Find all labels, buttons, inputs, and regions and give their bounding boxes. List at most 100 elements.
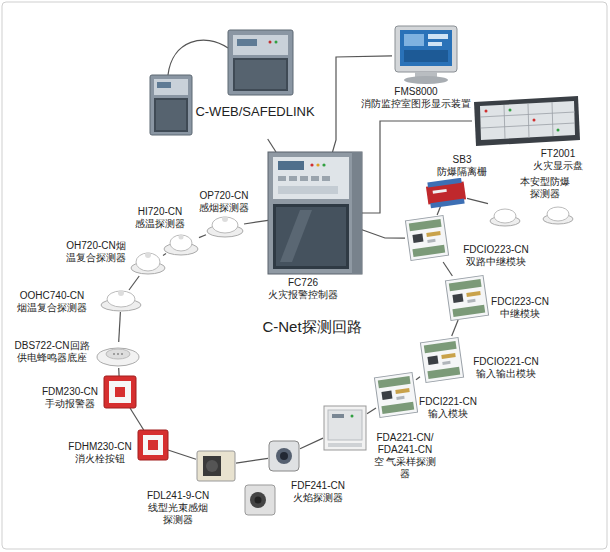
device-label: FDCIO221-CN [472,356,540,368]
device-label: 消防监控室图形显示装置 [360,98,472,110]
device-label: FC726 [267,277,339,289]
device-label: 输入模块 [418,408,478,420]
device-label: SB3 [436,154,488,166]
connector [199,235,206,238]
detector-drawing [170,235,192,251]
flame-detector-drawing [269,441,299,471]
device-label: 火灾显示盘 [532,160,584,172]
module-card [466,291,480,297]
device-label: 防爆隔离栅 [436,166,488,178]
module-card [409,219,442,231]
device-label: 手动报警器 [41,398,99,410]
detector-drawing [494,209,516,223]
control-panel-drawing [316,163,319,166]
display-panel-drawing [533,119,536,122]
cabinet [154,98,188,132]
beam-detector-drawing [250,492,266,508]
monitor-drawing [428,34,448,39]
cabinet [228,30,293,95]
control-panel-drawing [278,186,338,194]
module-card [381,391,392,400]
call-point-drawing [109,381,131,403]
module-card [442,361,450,365]
beam-detector-drawing [197,451,235,481]
control-panel-drawing [273,204,349,269]
label-group: FDM230-CN手动报警器 [41,386,99,410]
module-card [412,245,445,257]
display-panel-drawing [552,102,553,136]
module-card [405,216,448,261]
device-label: 线型光束感烟 探测器 [145,502,211,526]
label-group: FDHM230-CN消火栓按钮 [67,441,132,465]
device-label: FDCI223-CN [490,296,550,308]
connector [443,262,452,276]
connector [130,408,144,430]
call-point-drawing [104,376,136,408]
cabinet [269,41,272,44]
module-card [426,231,440,237]
beam-detector-drawing [206,460,218,472]
sounder-base-drawing [106,349,130,359]
flame-detector-drawing [276,448,292,464]
module-card [427,367,460,379]
label-group: FDF241-CN火焰探测器 [290,480,346,504]
label-group: FDA221-CN/ FDA241-CN空 气采样探测器 [372,432,438,480]
monitor-drawing [395,26,457,72]
cabinet [150,75,192,135]
flame-detector-drawing [280,452,288,460]
module-card [424,341,457,353]
cabinet [157,82,171,88]
sounder-base-drawing [113,353,115,355]
module-card [420,338,463,383]
control-panel-drawing [273,157,349,199]
device-label: FDM230-CN [41,386,99,398]
label-group: DBS722-CN回路 供电蜂鸣器底座 [12,340,92,364]
cabinet [154,79,188,95]
module: FDCIO223-CN双路中继模块 [405,215,450,262]
label-group: 本安型防爆 探测器 [518,176,572,200]
module-card [405,216,448,261]
call-point-drawing [115,387,125,397]
label-group: FDCI223-CN中继模块 [490,296,550,320]
module: FDCIO221-CN输入输出模块 [420,336,464,384]
device-label: DBS722-CN回路 供电蜂鸣器底座 [12,340,92,364]
connector [236,458,268,463]
device-label: FDA221-CN/ FDA241-CN空 气采样探测器 [372,432,438,480]
control-panel-drawing [278,176,286,181]
monitor-drawing [404,34,424,46]
detector: OP720-CN感烟探测器 [206,216,244,238]
sounder-base-drawing [121,353,123,355]
call-point: FDM230-CN手动报警器 [104,376,136,408]
aspirating-detector-drawing [328,443,362,447]
device-label: 中继模块 [490,308,550,320]
call-point-drawing [143,435,163,455]
connector [118,368,120,376]
sounder-base: DBS722-CN回路 供电蜂鸣器底座 [96,342,140,368]
device-label: FDCI221-CN [418,396,478,408]
connector [168,450,196,459]
monitor: FMS8000消防监控室图形显示装置 [392,26,460,84]
beam-detector-drawing [245,485,275,515]
connector [163,254,166,256]
control-panel-drawing [310,163,313,166]
module-card [420,338,463,383]
control-panel: FC726火灾报警控制器 [268,152,362,274]
call-point-drawing [148,440,158,450]
aspirating-detector: FDA221-CN/ FDA241-CN空 气采样探测器 [323,405,367,451]
aspirating-detector-drawing [328,410,362,440]
device-label: OP720-CN [198,190,250,202]
barrier-drawing [430,199,464,209]
monitor-drawing [400,30,452,66]
label-group: FDCIO223-CN双路中继模块 [462,244,530,268]
detector-drawing [179,235,184,240]
connector [129,276,139,290]
label-group: C-WEB/SAFEDLINK [194,104,315,120]
control-panel-drawing [311,176,319,181]
detector: OH720-CN烟 温复合探测器 [130,252,166,276]
device-label: FDF241-CN [290,480,346,492]
detector-drawing [490,207,573,226]
display-panel-drawing [485,110,488,113]
detector: OOHC740-CN烟温复合探测器 [100,290,142,312]
